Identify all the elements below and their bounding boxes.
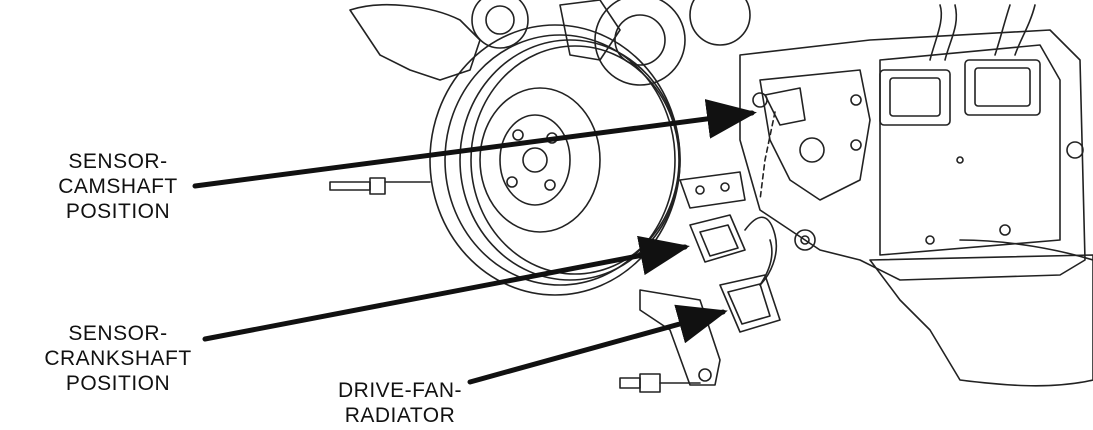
leader-crankshaft: [202, 235, 690, 342]
callout-line: POSITION: [65, 372, 171, 395]
callout-line: RADIATOR: [344, 404, 456, 427]
leader-lines: [192, 99, 757, 385]
engine-drawing: [329, 0, 1093, 393]
callout-line: SENSOR-: [68, 150, 168, 173]
callout-line: DRIVE-FAN-: [337, 379, 462, 402]
callout-line: POSITION: [65, 200, 171, 223]
leader-fan: [467, 304, 728, 385]
callout-line: SENSOR-: [68, 322, 168, 345]
callout-drive-fan-radiator: DRIVE-FAN- RADIATOR: [300, 378, 500, 428]
leader-camshaft: [192, 99, 757, 189]
callout-line: CRANKSHAFT: [44, 347, 192, 370]
callout-crankshaft-position-sensor: SENSOR- CRANKSHAFT POSITION: [18, 321, 218, 396]
callout-line: CAMSHAFT: [58, 175, 178, 198]
callout-camshaft-position-sensor: SENSOR- CAMSHAFT POSITION: [18, 149, 218, 224]
